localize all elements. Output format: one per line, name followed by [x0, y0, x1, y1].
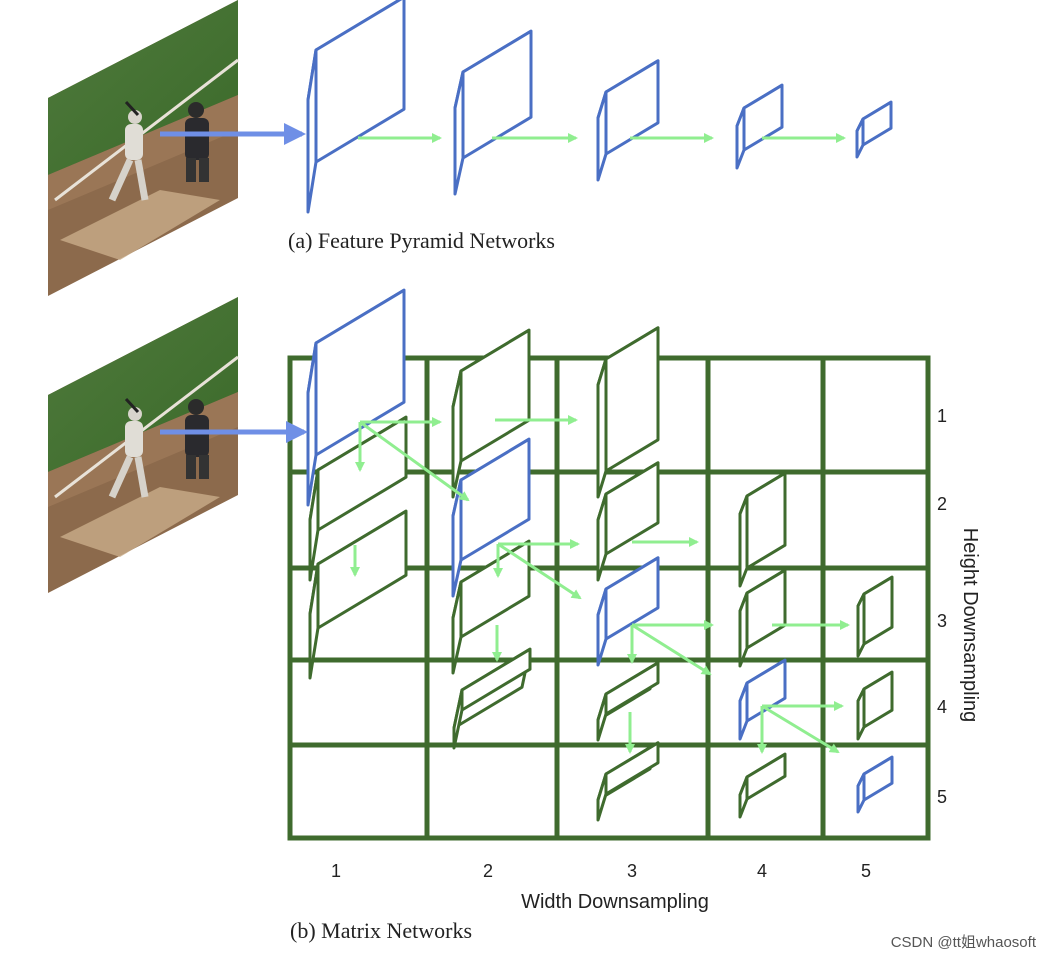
height-number: 3: [937, 611, 947, 631]
matrix-cell-4-3: [596, 661, 660, 742]
matrix-cell-2-3: [596, 461, 660, 582]
fpn-level-5: [855, 100, 893, 159]
watermark: CSDN @tt姐whaosoft: [891, 934, 1037, 951]
flow-arrow: [631, 623, 712, 676]
matrix-panel: 1 2 3 4 5 Width Downsampling 1 2 3 4 5 H…: [48, 288, 981, 943]
matrix-cell-2-4: [738, 471, 787, 588]
fpn-feature-maps: [306, 0, 893, 214]
fpn-level-3: [596, 59, 660, 182]
matrix-cell-1-2: [451, 328, 531, 499]
flow-arrow: [761, 704, 840, 754]
width-number: 5: [861, 861, 871, 881]
matrix-cell-4-5: [856, 670, 894, 741]
width-number: 3: [627, 861, 637, 881]
width-axis-numbers: 1 2 3 4 5: [331, 861, 871, 881]
fpn-caption: (a) Feature Pyramid Networks: [288, 228, 555, 253]
height-number: 1: [937, 406, 947, 426]
matrix-cell-4-2: [452, 647, 532, 750]
matrix-input-image: [48, 297, 239, 593]
batter-figure: [108, 397, 149, 499]
width-axis-label: Width Downsampling: [521, 891, 709, 913]
matrix-cell-5-3: [596, 741, 660, 822]
matrix-caption: (b) Matrix Networks: [290, 918, 472, 943]
height-axis-label: Height Downsampling: [959, 528, 981, 723]
width-number: 2: [483, 861, 493, 881]
matrix-cell-5-5: [856, 755, 894, 814]
batter-figure: [108, 100, 149, 202]
height-axis-numbers: 1 2 3 4 5: [937, 406, 947, 807]
matrix-feature-maps: [306, 288, 894, 822]
flow-arrow: [497, 542, 582, 600]
matrix-cell-1-1: [306, 288, 406, 507]
umpire-figure: [185, 399, 209, 479]
width-number: 1: [331, 861, 341, 881]
matrix-cell-3-2: [451, 539, 531, 675]
fpn-level-2: [453, 29, 533, 196]
fpn-level-4: [735, 83, 784, 170]
matrix-cell-5-4: [738, 752, 787, 819]
width-number: 4: [757, 861, 767, 881]
matrix-cell-3-1: [308, 509, 408, 680]
fpn-level-1: [306, 0, 406, 214]
matrix-cell-1-3: [596, 326, 660, 499]
fpn-input-image: [48, 0, 239, 296]
matrix-cell-3-3: [596, 556, 660, 667]
matrix-arrows: [350, 415, 850, 754]
matrix-cell-3-4: [738, 568, 787, 668]
fpn-panel: (a) Feature Pyramid Networks: [48, 0, 893, 296]
flow-arrow: [359, 420, 470, 502]
height-number: 5: [937, 787, 947, 807]
matrix-cell-3-5: [856, 575, 894, 658]
height-number: 2: [937, 494, 947, 514]
umpire-figure: [185, 102, 209, 182]
matrix-cell-2-2: [451, 437, 531, 598]
height-number: 4: [937, 697, 947, 717]
